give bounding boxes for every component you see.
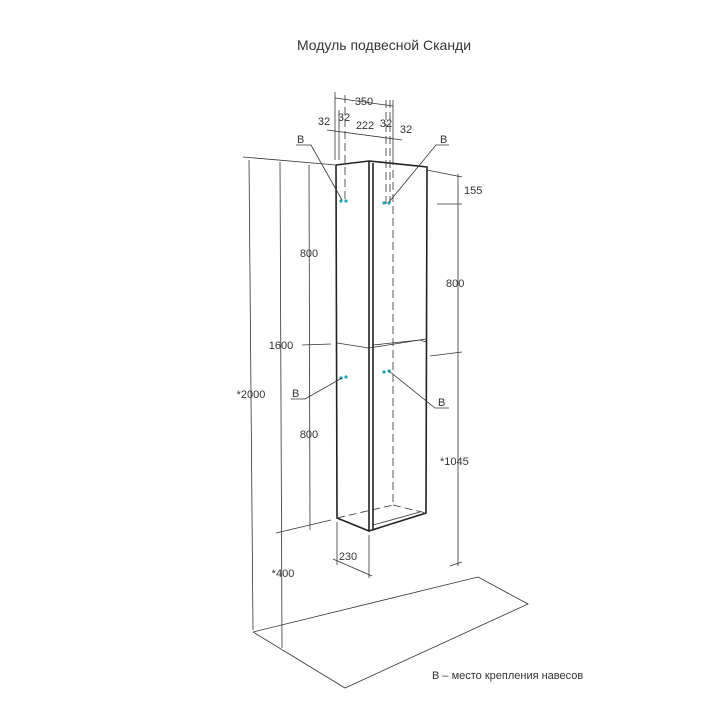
floor-plane [252, 576, 529, 689]
mount-leaders: B B B B [291, 134, 449, 409]
dim-1600: 1600 [269, 340, 293, 352]
dim-upper-right: 800 [446, 278, 464, 290]
dim-inner: 222 [356, 120, 374, 132]
right-dimensions: 155 800 *1045 [426, 169, 482, 567]
mount-point [387, 201, 391, 205]
mount-point [382, 201, 386, 205]
mount-point [344, 199, 348, 203]
depth-dimension: 230 [332, 522, 373, 578]
dim-offset: 32 [318, 116, 330, 128]
dim-depth: 230 [339, 551, 357, 563]
dim-offset: 32 [338, 112, 350, 124]
mount-label: B [292, 388, 299, 400]
left-dimensions: 800 1600 800 *2000 *400 [237, 156, 337, 649]
legend-note: B – место крепления навесов [432, 670, 583, 682]
mount-point [382, 370, 386, 374]
dim-offset: 32 [400, 124, 412, 136]
mount-label: B [297, 134, 304, 146]
dim-total-height: *2000 [237, 389, 266, 401]
top-dimensions: 350 32 32 222 32 32 [318, 92, 412, 165]
cabinet-outline [335, 95, 428, 532]
dim-upper-left: 800 [300, 248, 318, 260]
mount-points [339, 199, 391, 380]
drawing-title: Модуль подвесной Сканди [297, 37, 471, 53]
mount-label: B [438, 397, 445, 409]
dim-right-height: *1045 [440, 456, 469, 468]
dim-lower-left: 800 [300, 429, 318, 441]
dim-width: 350 [355, 96, 373, 108]
dim-top-offset: 155 [464, 185, 482, 197]
mount-label: B [440, 134, 447, 146]
dim-offset: 32 [380, 118, 392, 130]
dim-floor-clearance: *400 [272, 568, 295, 580]
mount-point [344, 375, 348, 379]
mount-point [339, 199, 343, 203]
